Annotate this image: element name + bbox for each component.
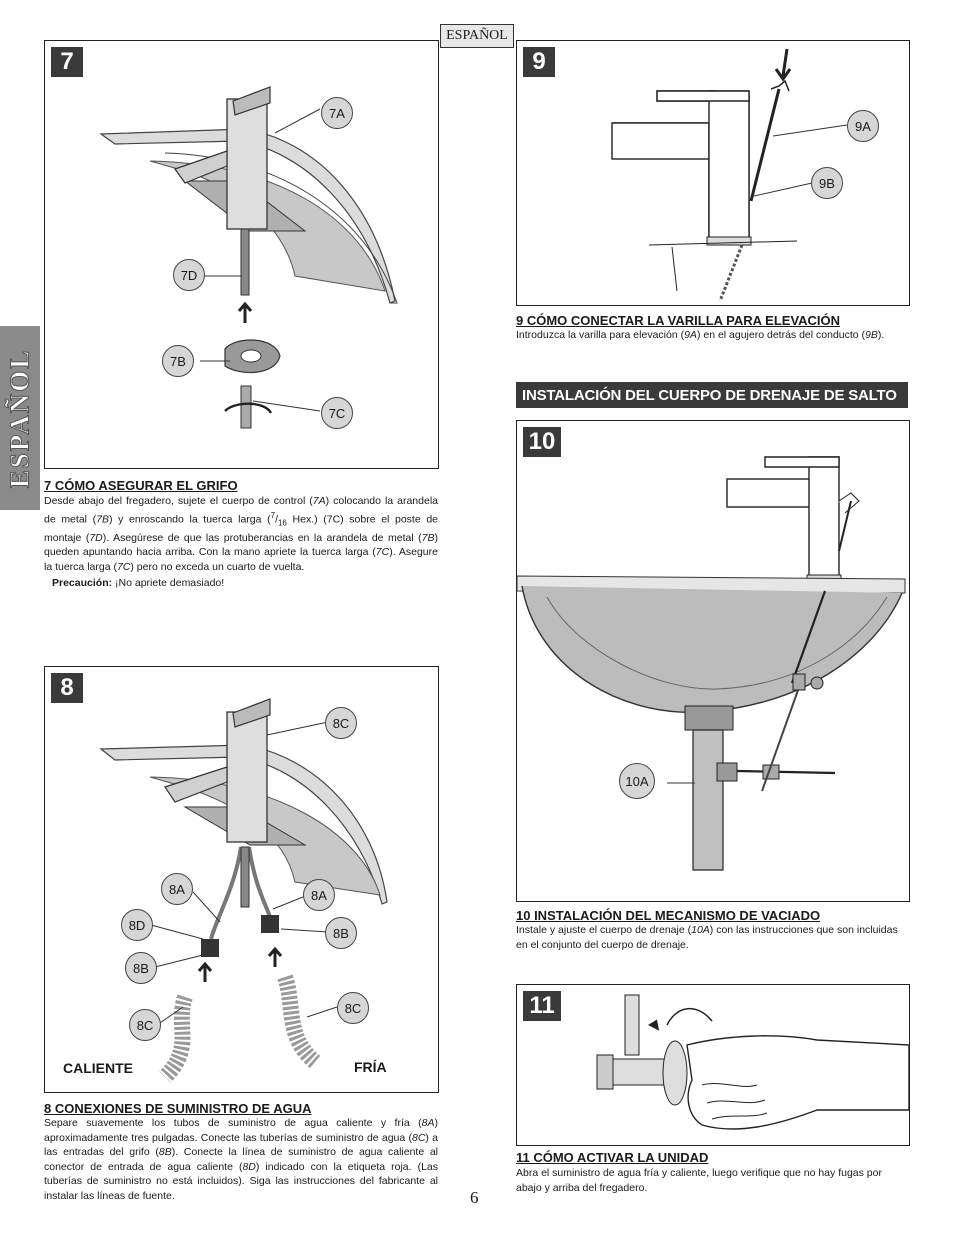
callout-7d: 7D (173, 259, 205, 291)
step-11-description: Abra el suministro de agua fría y calien… (516, 1167, 882, 1194)
callout-8a-right: 8A (303, 879, 335, 911)
step-9-panel: 9 9A 9B (516, 40, 910, 306)
step-8-description: Separe suavemente los tubos de suministr… (44, 1117, 439, 1202)
step-11-number: 11 (523, 991, 561, 1021)
callout-9a: 9A (847, 110, 879, 142)
callout-8a-left: 8A (161, 873, 193, 905)
callout-7a: 7A (321, 97, 353, 129)
step-7-caution: Precaución: ¡No apriete demasiado! (52, 576, 225, 589)
callout-8c-top: 8C (325, 707, 357, 739)
step-8-panel: 8 8C 8A 8A 8D 8B 8B 8C 8C CALIENTE FRÍA (44, 666, 439, 1093)
step-7-title: 7 CÓMO ASEGURAR EL GRIFO (44, 478, 238, 493)
step-10-title: 10 INSTALACIÓN DEL MECANISMO DE VACIADO (516, 908, 821, 923)
step-9-illustration (611, 48, 848, 302)
callout-7b: 7B (162, 345, 194, 377)
step-11-panel: 11 (516, 984, 910, 1146)
step-9-number: 9 (523, 47, 555, 77)
step-10-number: 10 (523, 427, 561, 457)
callout-8b-right: 8B (325, 917, 357, 949)
step-9-title: 9 CÓMO CONECTAR LA VARILLA PARA ELEVACIÓ… (516, 313, 841, 328)
page-number: 6 (470, 1188, 479, 1207)
callout-8c-right: 8C (337, 992, 369, 1024)
step-10-description: Instale y ajuste el cuerpo de drenaje (1… (516, 924, 898, 951)
step-10-panel: 10 10A (516, 420, 910, 902)
step-7-number: 7 (51, 47, 83, 77)
step-7-panel: 7 7A 7D 7B 7C (44, 40, 439, 469)
callout-10a: 10A (619, 763, 655, 799)
step-8-illustration (99, 698, 388, 1083)
step-11-title: 11 CÓMO ACTIVAR LA UNIDAD (516, 1150, 709, 1165)
step-8-number: 8 (51, 673, 83, 703)
label-cold: FRÍA (354, 1059, 387, 1075)
side-language-tab: ESPAÑOL (0, 326, 40, 510)
callout-8d: 8D (121, 909, 153, 941)
callout-8b-left: 8B (125, 952, 157, 984)
step-8-title: 8 CONEXIONES DE SUMINISTRO DE AGUA (44, 1101, 312, 1116)
callout-9b: 9B (811, 167, 843, 199)
callout-8c-left: 8C (129, 1009, 161, 1041)
step-7-description: Desde abajo del fregadero, sujete el cue… (44, 495, 439, 589)
step-7-illustration (99, 86, 398, 429)
step-11-illustration (596, 994, 909, 1130)
side-tab-label: ESPAÑOL (4, 348, 35, 489)
label-hot: CALIENTE (63, 1060, 133, 1076)
callout-7c: 7C (321, 397, 353, 429)
section-banner: INSTALACIÓN DEL CUERPO DE DRENAJE DE SAL… (516, 382, 908, 408)
step-9-description: Introduzca la varilla para elevación (9A… (516, 329, 885, 341)
language-tag: ESPAÑOL (440, 24, 514, 48)
step-10-illustration (517, 456, 906, 871)
